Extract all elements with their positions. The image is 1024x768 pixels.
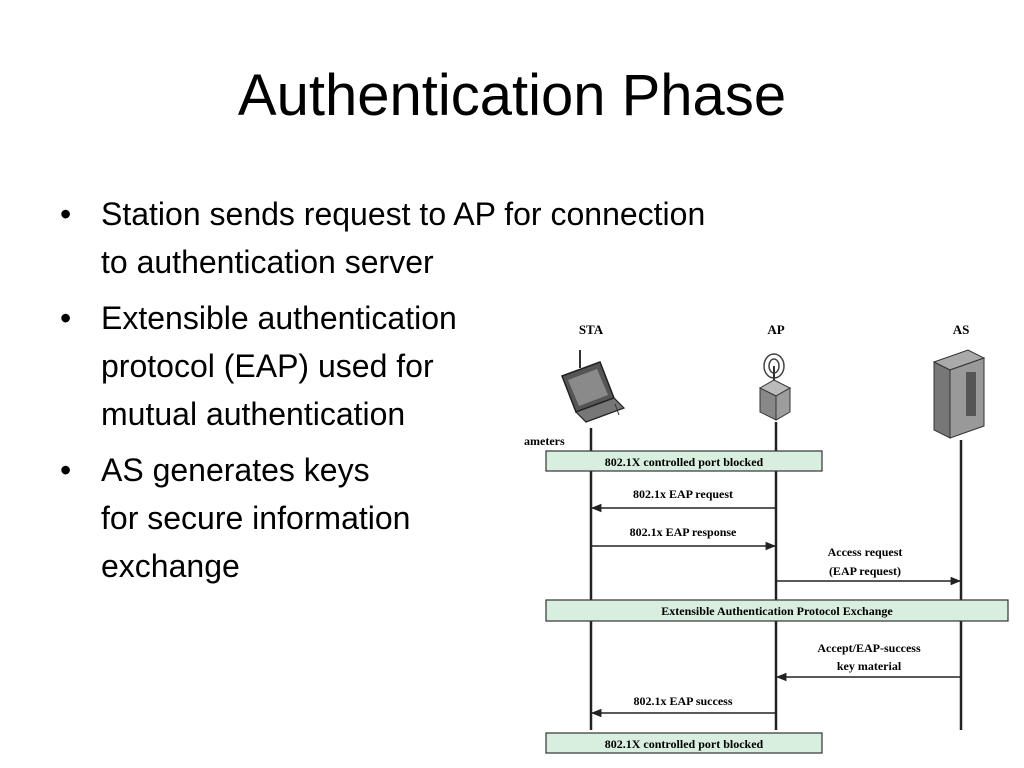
server-icon (932, 349, 986, 439)
ap-label: AP (767, 322, 784, 337)
port-blocked-text-top: 802.1X controlled port blocked (605, 455, 764, 469)
bullet-dot: • (60, 452, 72, 488)
key-material-label: key material (837, 659, 902, 673)
as-label: AS (953, 322, 970, 337)
slide-title: Authentication Phase (237, 63, 787, 128)
eap-request-label: 802.1x EAP request (633, 487, 733, 501)
accept-label: Accept/EAP-success (817, 641, 921, 655)
authentication-sequence-diagram: STA AP AS ameters 802.1X controlled port… (524, 322, 1009, 754)
bullet-line: for secure information (101, 500, 411, 536)
cut-off-label: ameters (524, 434, 565, 448)
bullet-line: exchange (101, 548, 240, 584)
bullet-line: protocol (EAP) used for (101, 348, 434, 384)
port-blocked-band-top (545, 450, 823, 472)
sta-label: STA (579, 322, 604, 337)
port-blocked-text-bottom: 802.1X controlled port blocked (605, 737, 764, 751)
access-request-sublabel: (EAP request) (829, 564, 901, 578)
access-point-icon (758, 353, 792, 421)
bullet-line: Extensible authentication (101, 300, 457, 336)
eap-exchange-band (545, 599, 1009, 622)
laptop-icon (561, 350, 626, 423)
bullet-line: to authentication server (101, 244, 434, 280)
bullet-dot: • (60, 196, 72, 232)
bullet-list: • Station sends request to AP for connec… (58, 190, 705, 598)
bullet-line: Station sends request to AP for connecti… (101, 196, 706, 232)
eap-response-label: 802.1x EAP response (630, 525, 737, 539)
bullet-dot: • (60, 300, 72, 336)
eap-exchange-text: Extensible Authentication Protocol Excha… (661, 604, 893, 618)
bullet-line: AS generates keys (101, 452, 370, 488)
eap-success-label: 802.1x EAP success (634, 694, 733, 708)
bullet-item: • Extensible authentication protocol (EA… (58, 294, 705, 438)
access-request-label: Access request (828, 545, 903, 559)
bullet-item: • AS generates keys for secure informati… (58, 446, 705, 590)
port-blocked-band-bottom (545, 732, 823, 754)
bullet-line: mutual authentication (101, 396, 406, 432)
bullet-item: • Station sends request to AP for connec… (58, 190, 705, 286)
